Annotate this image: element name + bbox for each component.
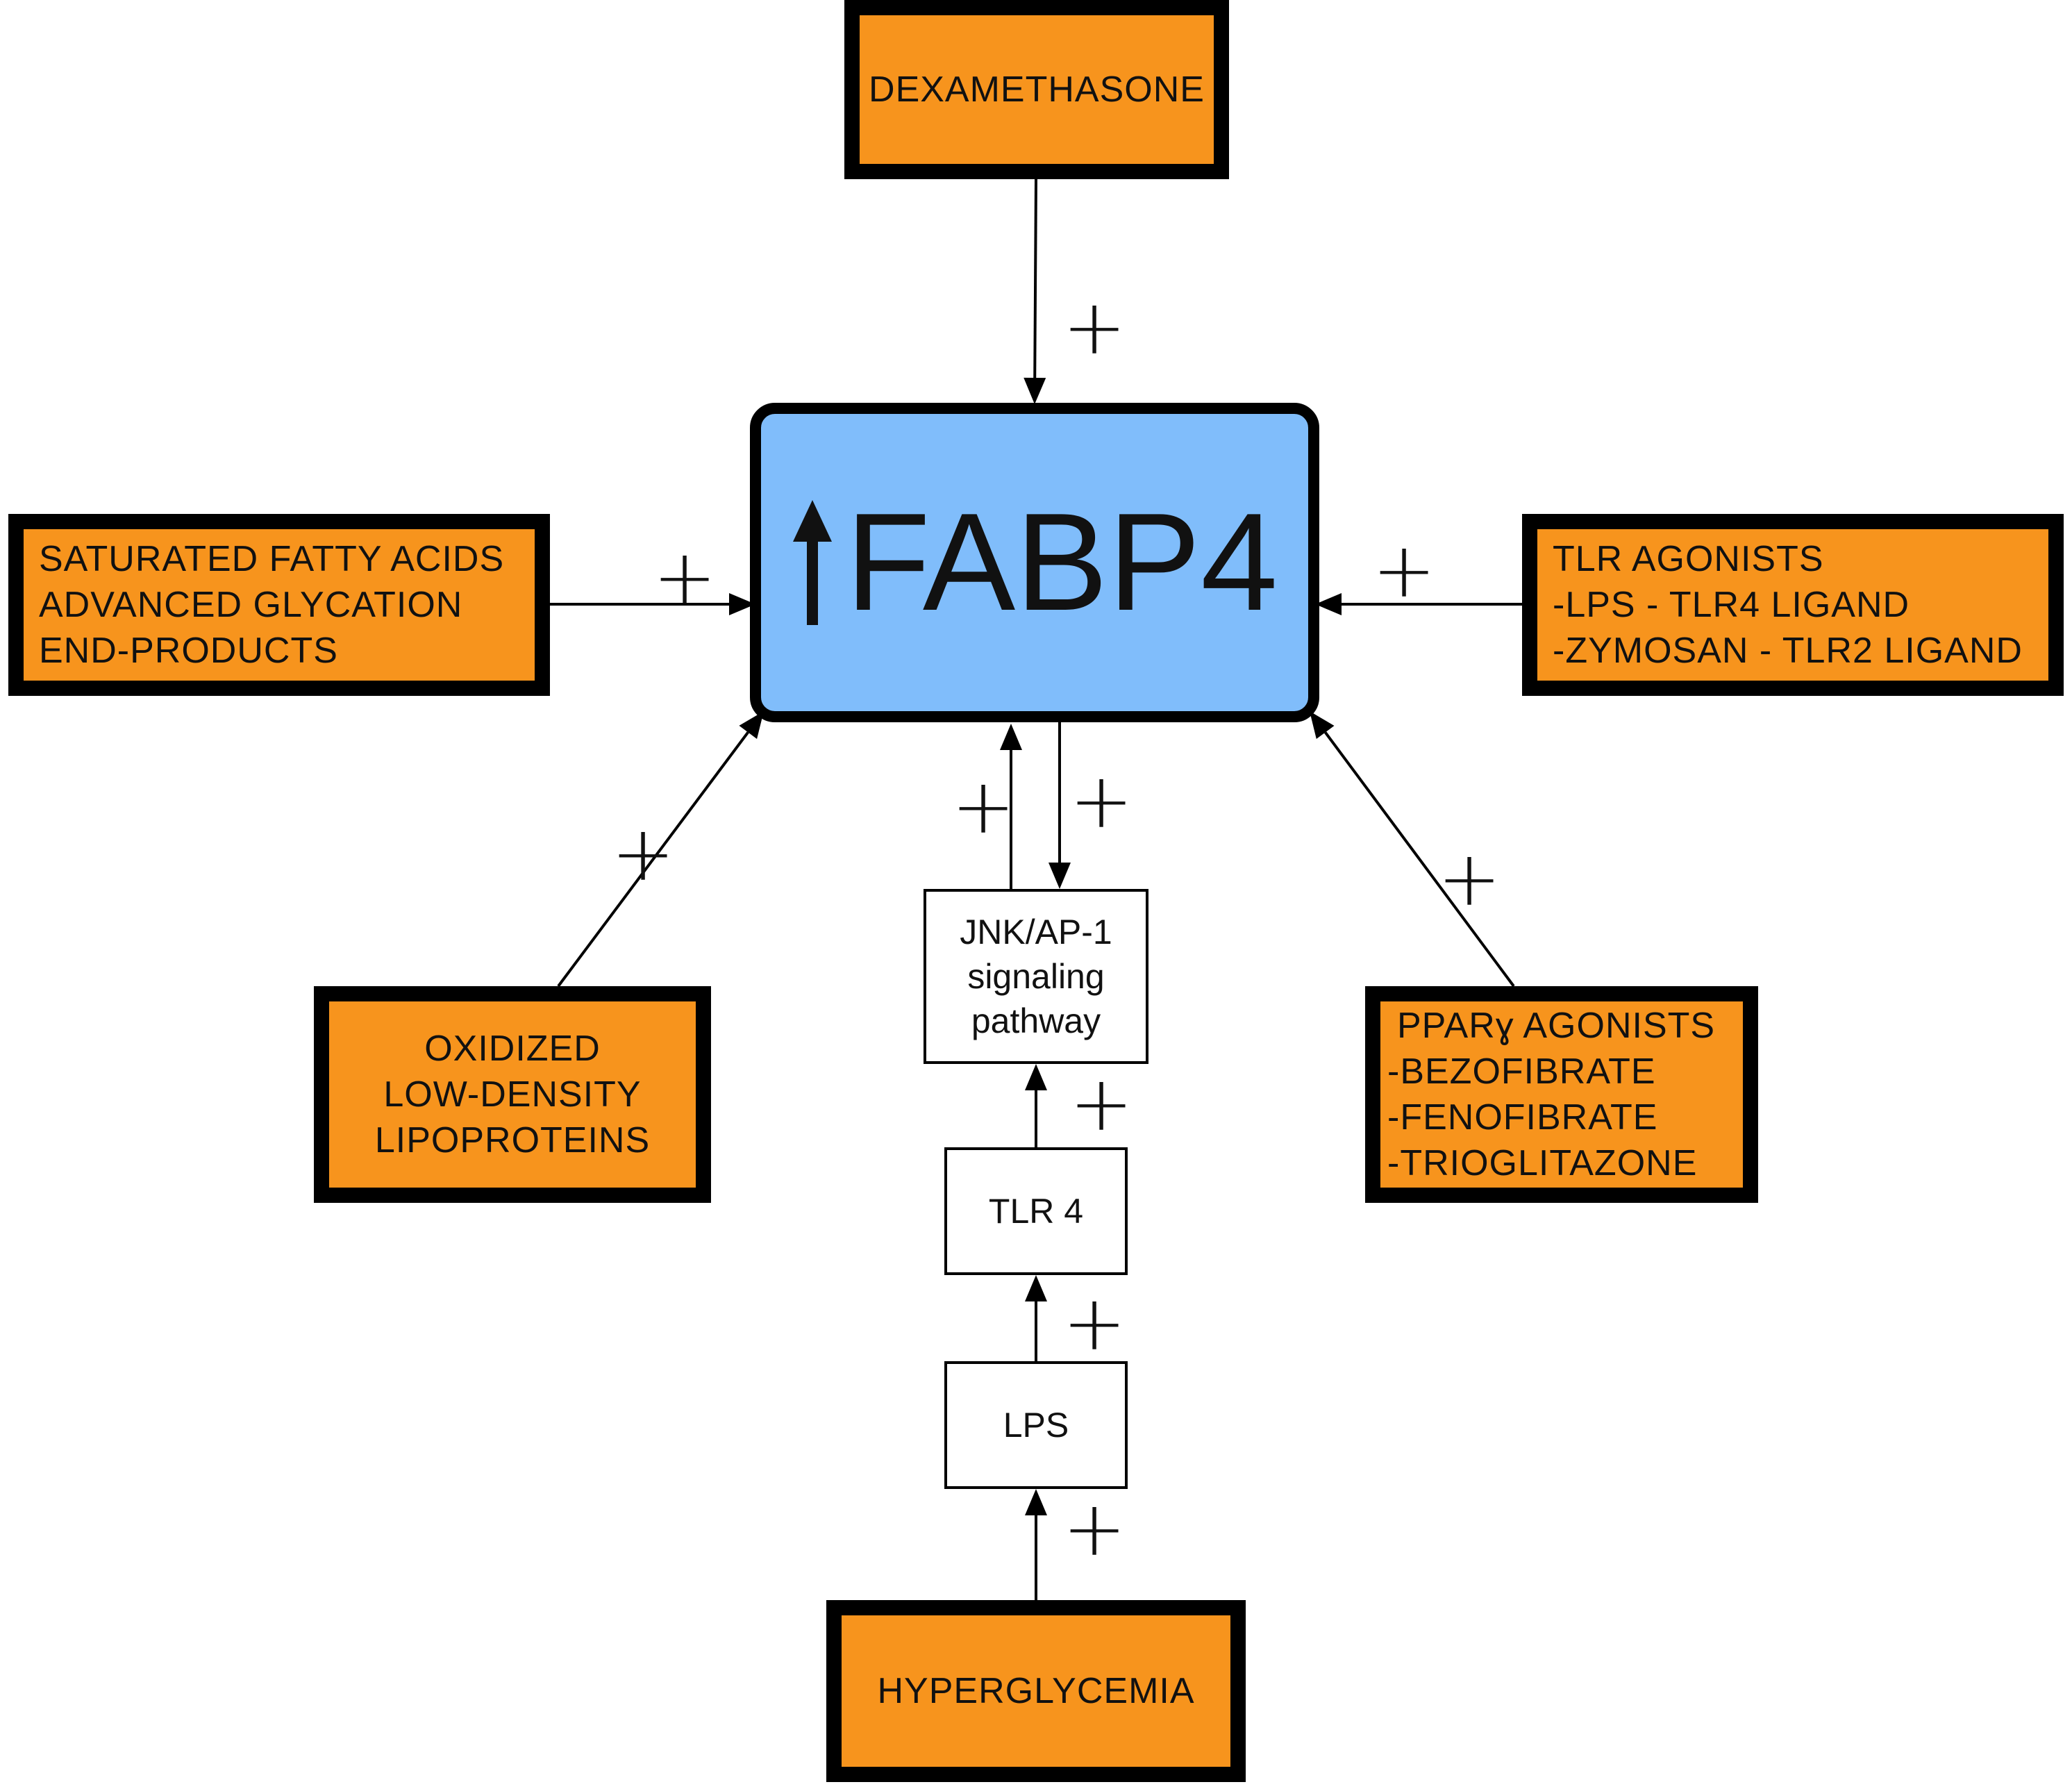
node-tlr-agonists: TLR AGONISTS -LPS - TLR4 LIGAND -ZYMOSAN… xyxy=(1522,514,2064,696)
node-jnk-ap1: JNK/AP-1 signaling pathway xyxy=(924,889,1148,1064)
node-line: DEXAMETHASONE xyxy=(869,69,1205,110)
plus-sign: + xyxy=(1437,834,1502,923)
node-ppar-agonists: PPARɣ AGONISTS -BEZOFIBRATE -FENOFIBRATE… xyxy=(1365,986,1758,1203)
edge-ppar-fabp4-arrowhead xyxy=(1310,711,1335,740)
node-tlr-agonists-text: TLR AGONISTS -LPS - TLR4 LIGAND -ZYMOSAN… xyxy=(1537,529,2048,681)
plus-sign: + xyxy=(1062,1484,1127,1573)
node-line: -BEZOFIBRATE xyxy=(1387,1051,1656,1092)
edge-hyperglycemia-lps-arrowhead xyxy=(1025,1489,1047,1515)
node-line: JNK/AP-1 xyxy=(960,913,1112,951)
node-line: TLR AGONISTS xyxy=(1553,539,1824,579)
plus-sign: + xyxy=(1069,756,1134,845)
node-line: -LPS - TLR4 LIGAND xyxy=(1553,585,1910,625)
node-line: TLR 4 xyxy=(988,1192,1084,1231)
edge-dexamethasone-fabp4-line xyxy=(1033,178,1037,378)
node-oxldl-text: OXIDIZED LOW-DENSITY LIPOPROTEINS xyxy=(329,1001,696,1188)
plus-sign: + xyxy=(1372,526,1437,615)
edge-tlr-agonists-fabp4-arrowhead xyxy=(1315,593,1342,615)
node-line: -FENOFIBRATE xyxy=(1387,1097,1658,1138)
node-line: SATURATED FATTY ACIDS xyxy=(39,539,505,579)
node-line: LOW-DENSITY xyxy=(383,1074,642,1115)
edge-lps-tlr4-arrowhead xyxy=(1025,1275,1047,1301)
node-line: -TRIOGLITAZONE xyxy=(1387,1143,1698,1183)
plus-sign: + xyxy=(611,809,676,898)
node-hyperglycemia-text: HYPERGLYCEMIA xyxy=(842,1615,1230,1767)
node-tlr4: TLR 4 xyxy=(944,1147,1128,1275)
node-fabp4: FABP4 xyxy=(750,403,1319,722)
node-line: HYPERGLYCEMIA xyxy=(877,1671,1195,1711)
node-line: END-PRODUCTS xyxy=(39,631,338,671)
node-lps-text: LPS xyxy=(947,1364,1125,1486)
plus-sign: + xyxy=(653,533,717,622)
plus-sign: + xyxy=(951,762,1016,851)
node-line: -ZYMOSAN - TLR2 LIGAND xyxy=(1553,631,2023,671)
node-jnk-text: JNK/AP-1 signaling pathway xyxy=(926,892,1146,1061)
node-ppar-text: PPARɣ AGONISTS -BEZOFIBRATE -FENOFIBRATE… xyxy=(1380,1001,1743,1188)
node-line: pathway xyxy=(971,1001,1101,1040)
up-arrow-icon xyxy=(792,500,832,625)
node-hyperglycemia: HYPERGLYCEMIA xyxy=(826,1600,1246,1782)
edge-oxldl-fabp4-line xyxy=(557,731,749,988)
node-line: PPARɣ AGONISTS xyxy=(1397,1006,1716,1046)
plus-sign: + xyxy=(1062,283,1127,372)
fabp4-label: FABP4 xyxy=(845,485,1278,640)
plus-sign: + xyxy=(1069,1059,1134,1148)
node-dexamethasone: DEXAMETHASONE xyxy=(844,0,1229,179)
plus-sign: + xyxy=(1062,1279,1127,1367)
node-lps: LPS xyxy=(944,1361,1128,1489)
edge-tlr4-jnk-arrowhead xyxy=(1025,1064,1047,1090)
node-line: signaling xyxy=(967,957,1105,996)
node-dexamethasone-text: DEXAMETHASONE xyxy=(860,15,1214,164)
node-line: LIPOPROTEINS xyxy=(374,1120,651,1160)
node-line: OXIDIZED xyxy=(424,1029,601,1069)
node-tlr4-text: TLR 4 xyxy=(947,1150,1125,1272)
edge-saturated-fabp4-arrowhead xyxy=(729,593,755,615)
node-oxidized-ldl: OXIDIZED LOW-DENSITY LIPOPROTEINS xyxy=(314,986,711,1203)
edge-oxldl-fabp4-arrowhead xyxy=(739,711,764,740)
edge-jnk-fabp4-arrowhead xyxy=(1000,724,1022,750)
node-line: LPS xyxy=(1003,1406,1069,1445)
node-saturated-fatty-acids: SATURATED FATTY ACIDS ADVANCED GLYCATION… xyxy=(8,514,550,696)
fabp4-title: FABP4 xyxy=(792,486,1278,639)
edge-fabp4-jnk-arrowhead xyxy=(1048,863,1071,889)
edge-ppar-fabp4-line xyxy=(1324,731,1515,988)
node-line: ADVANCED GLYCATION xyxy=(39,585,463,625)
edge-dexamethasone-fabp4-arrowhead xyxy=(1024,377,1046,404)
node-saturated-text: SATURATED FATTY ACIDS ADVANCED GLYCATION… xyxy=(24,529,535,681)
